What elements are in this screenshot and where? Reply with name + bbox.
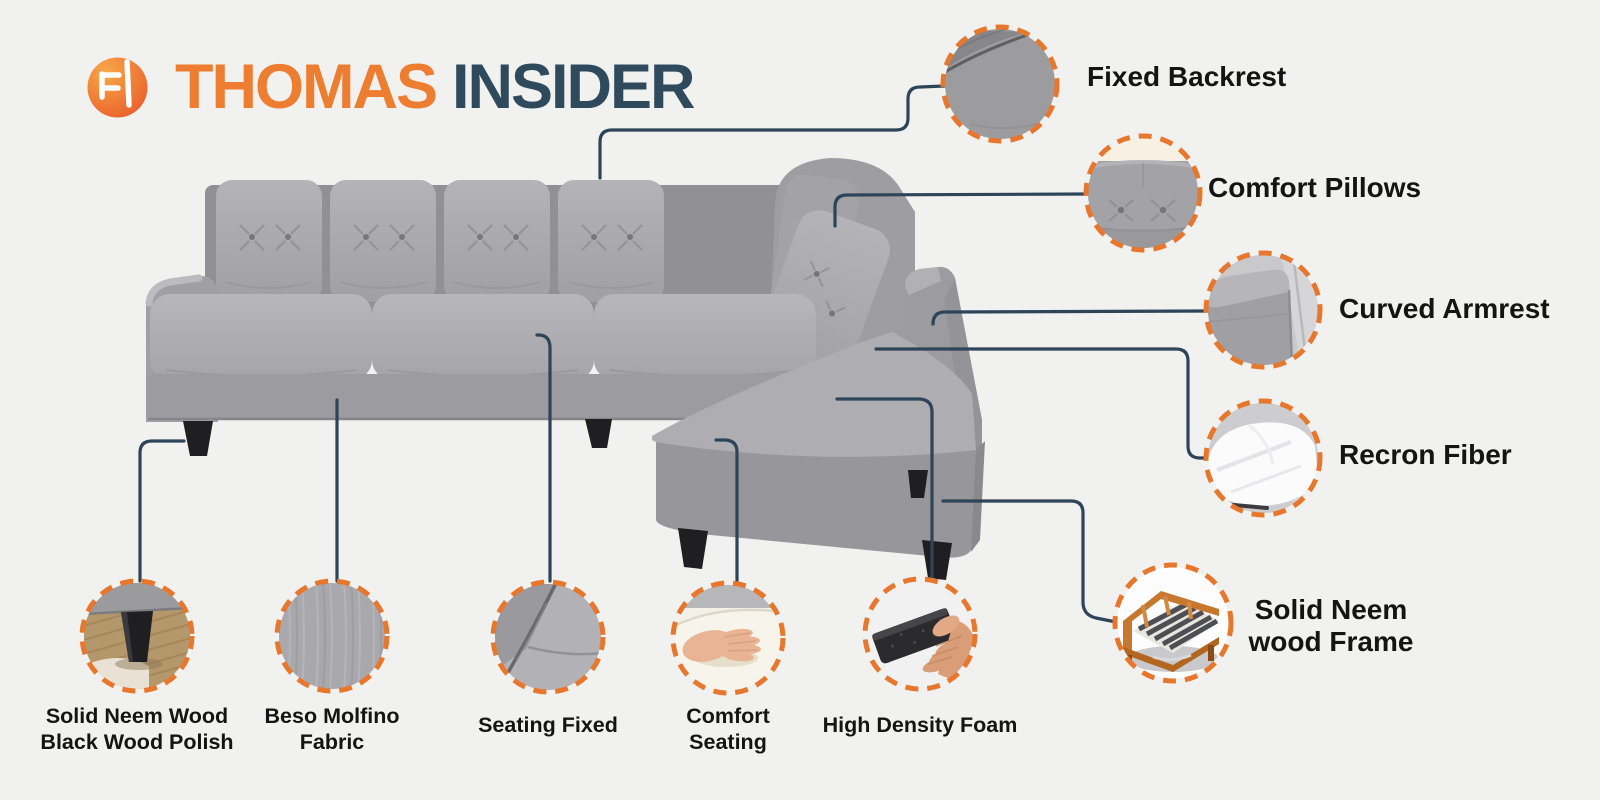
connector-seating-fixed — [535, 333, 552, 583]
label-comfort-seating-line2: Seating — [689, 730, 767, 754]
molfino-fabric-photo-circle — [274, 578, 390, 694]
brand-name-secondary: INSIDER — [451, 52, 696, 122]
fixed-backrest-photo-circle — [940, 24, 1060, 144]
neem-wood-frame-photo-circle — [1112, 562, 1234, 684]
label-molfino-fabric-line2: Fabric — [299, 730, 365, 754]
chair-icon — [99, 59, 132, 108]
label-neem-wood-frame: Solid Neem wood Frame — [1203, 594, 1459, 658]
label-wood-polish-line1: Solid Neem Wood — [45, 704, 229, 728]
brand-name-primary: THOMAS — [175, 52, 438, 122]
label-comfort-seating-line1: Comfort — [686, 704, 770, 728]
label-comfort-pillows: Comfort Pillows — [1208, 172, 1422, 203]
connector-wood-polish — [138, 439, 186, 583]
feature-circles — [79, 24, 1323, 696]
label-wood-polish: Solid Neem Wood Black Wood Polish — [17, 703, 257, 755]
sofa-illustration — [145, 158, 985, 580]
label-wood-polish-line2: Black Wood Polish — [40, 730, 234, 754]
connector-high-density-foam — [835, 397, 934, 586]
label-fixed-backrest: Fixed Backrest — [1087, 61, 1287, 92]
connector-curved-armrest — [931, 309, 1209, 326]
label-curved-armrest: Curved Armrest — [1339, 293, 1550, 324]
comfort-seating-photo-circle — [670, 580, 786, 696]
label-comfort-seating: Comfort Seating — [608, 703, 848, 755]
label-molfino-fabric-line1: Beso Molfino — [264, 704, 400, 728]
connector-lines — [138, 84, 1209, 624]
label-high-density-foam: High Density Foam — [822, 713, 1018, 737]
seating-fixed-photo-circle — [490, 579, 606, 695]
curved-armrest-photo-circle — [1203, 250, 1323, 370]
connector-comfort-seating — [714, 438, 739, 584]
comfort-pillows-photo-circle — [1083, 133, 1203, 253]
recron-fiber-photo-circle — [1203, 398, 1323, 518]
label-neem-wood-frame-line2: wood Frame — [1248, 626, 1414, 657]
label-recron-fiber: Recron Fiber — [1339, 439, 1512, 470]
label-seating-fixed: Seating Fixed — [478, 713, 618, 737]
wood-polish-photo-circle — [79, 578, 195, 694]
connector-comfort-pillows — [833, 192, 1089, 228]
label-neem-wood-frame-line1: Solid Neem — [1254, 594, 1408, 625]
high-density-foam-photo-circle — [862, 576, 978, 692]
brand-logo — [87, 57, 148, 118]
label-molfino-fabric: Beso Molfino Fabric — [212, 703, 452, 755]
connector-neem-frame — [941, 499, 1118, 624]
connector-fixed-backrest — [598, 84, 946, 180]
connector-recron-fiber — [874, 347, 1209, 460]
sofa-legs — [183, 419, 952, 580]
